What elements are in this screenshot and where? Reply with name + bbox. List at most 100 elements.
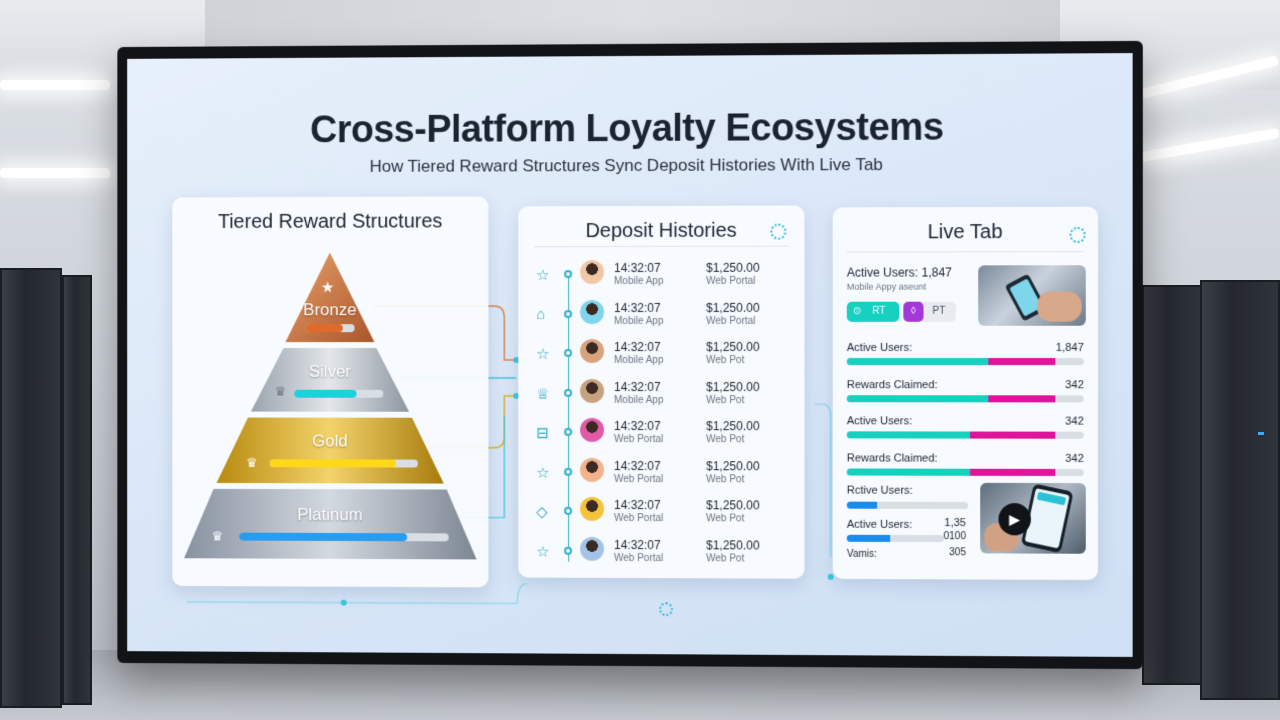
tier-label: Silver bbox=[308, 361, 351, 381]
loading-spinner-icon bbox=[770, 223, 787, 240]
avatar bbox=[580, 260, 605, 285]
tier-progress bbox=[269, 459, 418, 468]
metric-bar-cyan bbox=[846, 358, 989, 366]
crown-icon: ♛ bbox=[211, 528, 224, 544]
deposit-source: Mobile App bbox=[614, 394, 664, 406]
timeline-dot bbox=[564, 546, 573, 555]
ceiling-light bbox=[1140, 127, 1280, 163]
row-icon: ◇ bbox=[536, 503, 548, 521]
deposit-channel: Web Pot bbox=[706, 552, 745, 564]
avatar bbox=[580, 536, 605, 561]
row-icon: ☆ bbox=[536, 543, 550, 561]
metric-bar-magenta bbox=[969, 431, 1056, 439]
chip-pt[interactable]: ◊ PT bbox=[903, 301, 956, 322]
tier-platinum-shape bbox=[184, 488, 477, 560]
deposit-amount: $1,250.00 bbox=[706, 537, 760, 553]
tiers-panel: Tiered Reward Structures bbox=[172, 196, 489, 588]
deposit-amount: $1,250.00 bbox=[706, 339, 760, 354]
metric-bar-cyan bbox=[846, 467, 970, 476]
timeline-dot bbox=[564, 506, 573, 515]
chip-rt[interactable]: ⊙ RT bbox=[846, 301, 900, 322]
tier-platinum: Platinum ♛ bbox=[184, 503, 476, 558]
bottom-value-3: 0100 bbox=[943, 531, 967, 543]
deposit-amount: $1,250.00 bbox=[706, 300, 760, 315]
active-users-header: Active Users: 1,847 bbox=[846, 265, 952, 280]
metric-label: Rewards Claimed: bbox=[846, 451, 938, 465]
deposit-channel: Web Pot bbox=[706, 355, 745, 367]
tier-progress bbox=[305, 324, 355, 333]
live-metric: Rewards Claimed: 342 bbox=[833, 207, 1098, 402]
live-metric: Active Users:342 bbox=[833, 207, 1098, 439]
live-panel: Live Tab Active Users: 1,847 Mobile Appy… bbox=[832, 206, 1099, 581]
avatar bbox=[580, 378, 605, 403]
deposit-time: 14:32:07 bbox=[614, 458, 661, 473]
screen: Cross-Platform Loyalty Ecosystems How Ti… bbox=[127, 53, 1133, 657]
metric-label: Rewards Claimed: bbox=[846, 378, 938, 391]
row-icon: ☆ bbox=[536, 267, 550, 285]
metric-bar-cyan bbox=[846, 431, 970, 439]
deposit-amount: $1,250.00 bbox=[706, 379, 760, 394]
divider bbox=[534, 245, 789, 248]
deposit-time: 14:32:07 bbox=[614, 260, 661, 276]
gear-icon: ⊙ bbox=[852, 305, 862, 317]
avatar bbox=[580, 417, 605, 442]
deposit-channel: Web Portal bbox=[706, 275, 756, 287]
deposit-channel: Web Pot bbox=[706, 513, 745, 525]
deposit-time: 14:32:07 bbox=[614, 300, 661, 315]
deposit-channel: Web Pot bbox=[706, 394, 745, 406]
timeline-dot bbox=[564, 427, 573, 436]
bottom-label-3: Vamis: bbox=[846, 548, 877, 560]
server-rack bbox=[0, 268, 62, 708]
tier-label: Gold bbox=[312, 431, 348, 451]
sub-header: Mobile Appy aseunt bbox=[846, 281, 927, 292]
deposit-amount: $1,250.00 bbox=[706, 260, 760, 275]
bottom-progress-1 bbox=[846, 501, 969, 510]
metric-value: 1,847 bbox=[1055, 341, 1084, 354]
deposit-time: 14:32:07 bbox=[614, 537, 661, 552]
tier-progress-fill bbox=[305, 324, 343, 333]
row-icon: ♕ bbox=[536, 385, 550, 403]
row-icon: ⊟ bbox=[536, 424, 549, 442]
avatar bbox=[580, 299, 605, 324]
metric-value: 342 bbox=[1065, 452, 1084, 465]
rack-led bbox=[1258, 432, 1264, 435]
timeline-dot bbox=[564, 309, 573, 318]
metric-bar-magenta bbox=[988, 394, 1056, 402]
bottom-value-4: 305 bbox=[949, 547, 967, 559]
loading-spinner-icon bbox=[659, 602, 674, 617]
deposit-amount: $1,250.00 bbox=[706, 458, 760, 473]
hand-shape bbox=[1037, 291, 1082, 322]
loading-spinner-icon bbox=[1069, 226, 1086, 244]
deposit-time: 14:32:07 bbox=[614, 379, 661, 394]
server-rack bbox=[1142, 285, 1202, 685]
tier-progress bbox=[239, 532, 449, 542]
timeline-dot bbox=[564, 388, 573, 397]
video-thumbnail[interactable]: ▶ bbox=[980, 482, 1086, 554]
row-icon: ⌂ bbox=[536, 305, 546, 323]
avatar bbox=[580, 457, 605, 482]
avatar bbox=[580, 339, 605, 363]
deposit-channel: Web Portal bbox=[706, 315, 756, 327]
avatar bbox=[580, 496, 605, 521]
star-icon: ★ bbox=[320, 279, 335, 297]
crown-icon: ♛ bbox=[246, 455, 258, 471]
deposit-time: 14:32:07 bbox=[614, 418, 661, 434]
play-icon[interactable]: ▶ bbox=[998, 503, 1031, 536]
metric-value: 342 bbox=[1065, 378, 1084, 391]
crown-icon: ♛ bbox=[274, 383, 287, 399]
metric-bar bbox=[846, 467, 1084, 476]
deposit-source: Web Portal bbox=[614, 433, 664, 446]
metric-bar-cyan bbox=[846, 394, 989, 402]
tier-bronze: Bronze bbox=[285, 300, 374, 340]
tier-label: Platinum bbox=[297, 505, 363, 525]
